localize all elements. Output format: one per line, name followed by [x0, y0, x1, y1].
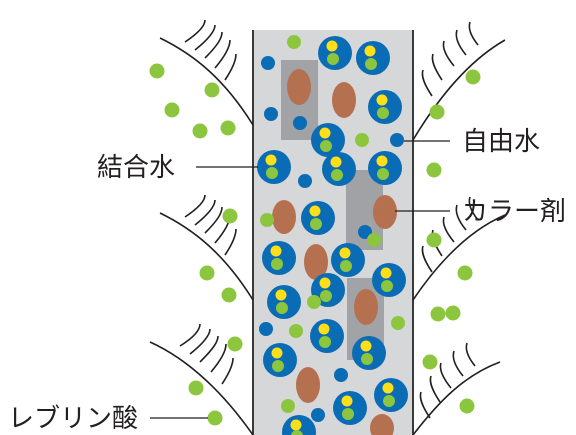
bound-water-molecule	[282, 415, 316, 435]
levulinic-acid-inside	[260, 35, 405, 413]
free-water-molecules	[259, 56, 404, 422]
bound-water-molecule	[372, 263, 406, 297]
bound-water-molecule	[352, 336, 386, 370]
bound-water-molecules	[257, 36, 408, 435]
levulinic-acid-outside	[149, 63, 481, 426]
label-color-agent: カラー剤	[462, 197, 566, 227]
bound-water-molecule	[368, 151, 402, 185]
label-levulinic-acid: レブリン酸	[8, 404, 138, 434]
bound-water-molecule	[311, 123, 345, 157]
label-bound-water: 結合水	[97, 153, 175, 183]
bound-water-molecule	[368, 90, 402, 124]
bound-water-molecule	[267, 285, 301, 319]
bound-water-molecule	[331, 243, 365, 277]
leader-lines	[150, 140, 450, 419]
bound-water-molecule	[356, 41, 390, 75]
color-agent-particles	[272, 69, 397, 435]
bound-water-molecule	[257, 150, 291, 184]
cuticle-scales-right	[412, 21, 506, 435]
label-free-water: 自由水	[462, 127, 540, 157]
bound-water-molecule	[333, 391, 367, 425]
cuticle-scales-left	[149, 19, 254, 435]
bound-water-molecule	[318, 36, 352, 70]
bound-water-molecule	[322, 152, 356, 186]
bound-water-molecule	[262, 241, 296, 275]
bound-water-molecule	[301, 201, 335, 235]
bound-water-molecule	[374, 378, 408, 412]
bound-water-molecule	[310, 319, 344, 353]
bound-water-molecule	[263, 343, 297, 377]
